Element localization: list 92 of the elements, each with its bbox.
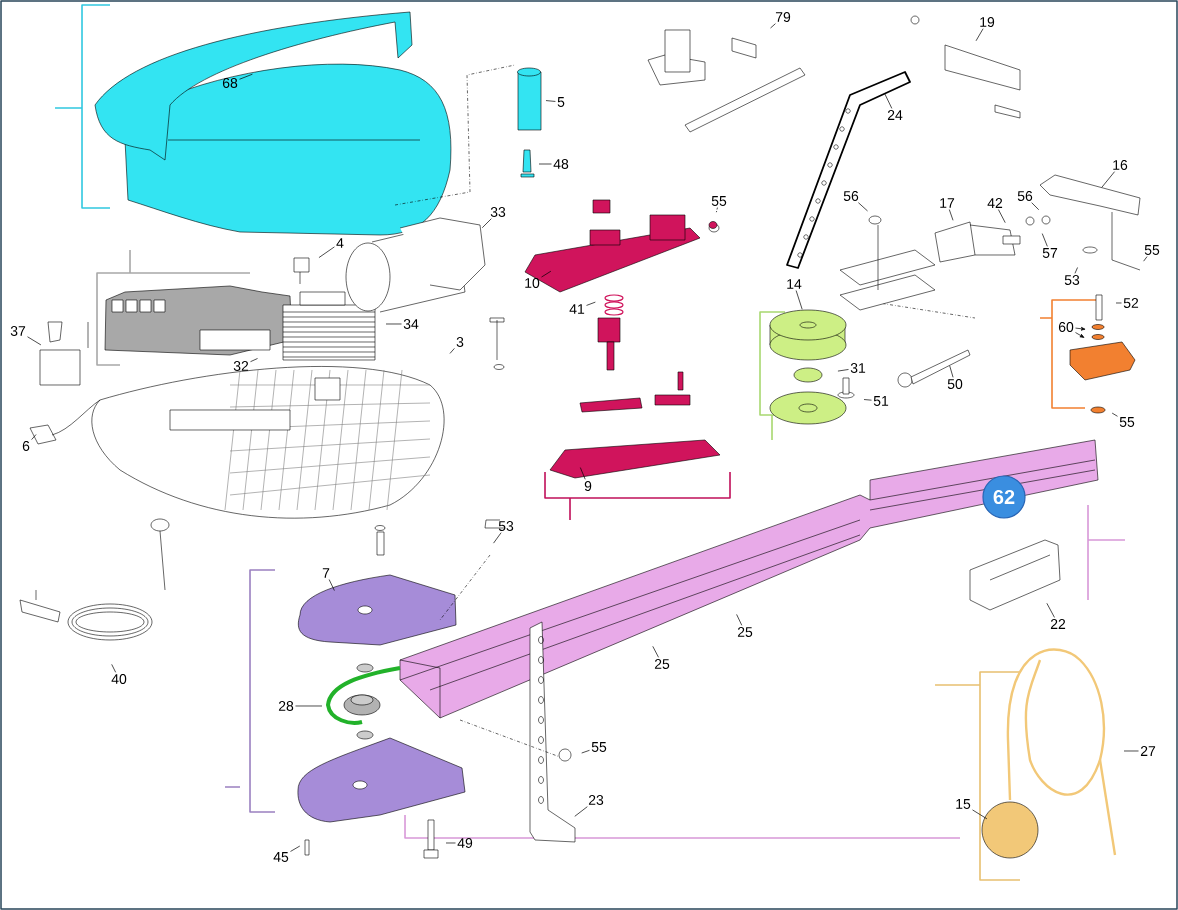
leader-line — [858, 202, 868, 212]
leader-line — [1074, 267, 1078, 274]
callout-number: 49 — [457, 838, 473, 848]
callout-number: 50 — [947, 379, 963, 389]
callout-number: 14 — [787, 279, 802, 289]
leader-line — [250, 358, 258, 363]
callout-number: 16 — [1113, 160, 1128, 170]
callout-number: 51 — [873, 396, 889, 406]
callout-number: 79 — [775, 12, 791, 22]
callout-number: 42 — [987, 198, 1003, 208]
callout-number: 9 — [584, 481, 592, 491]
leader-line — [579, 467, 586, 480]
callout-number: 5 — [557, 97, 565, 107]
callout-number: 23 — [588, 795, 604, 805]
callout-number: 37 — [10, 326, 26, 336]
callout-number: 27 — [1140, 746, 1156, 756]
callout-number: 53 — [1064, 275, 1080, 285]
leader-line — [581, 749, 590, 754]
callout-number: 28 — [278, 701, 294, 711]
callout-number: 33 — [490, 207, 506, 217]
leader-line — [31, 434, 37, 440]
leader-line — [736, 614, 743, 626]
leader-arrow — [1075, 326, 1086, 331]
callout-number: 6 — [22, 441, 30, 451]
callout-number: 32 — [233, 361, 249, 371]
leader-line — [27, 336, 42, 346]
callout-number: 48 — [553, 159, 569, 169]
callout-number: 55 — [1119, 417, 1135, 427]
callout-number: 31 — [850, 363, 866, 373]
leader-line — [795, 290, 803, 310]
leader-line — [1111, 412, 1118, 417]
leader-line — [1143, 256, 1148, 262]
callout-number: 45 — [273, 852, 289, 862]
callout-number: 15 — [956, 799, 971, 809]
callout-number: 24 — [887, 110, 903, 120]
callout-number: 41 — [569, 304, 585, 314]
leader-line — [948, 209, 954, 221]
callout-number: 55 — [591, 742, 607, 752]
leader-line — [586, 301, 596, 306]
leader-line — [998, 209, 1006, 224]
leader-line — [481, 218, 492, 229]
callout-number: 60 — [1058, 322, 1074, 332]
callout-number: 55 — [711, 196, 727, 206]
callout-number: 25 — [654, 659, 670, 669]
callout-number: 19 — [980, 17, 995, 27]
leader-line — [770, 23, 776, 29]
callout-number: 53 — [498, 521, 514, 531]
leader-arrow — [1075, 332, 1085, 338]
leader-line — [837, 369, 849, 372]
callout-number: 17 — [940, 198, 955, 208]
callout-number: 4 — [336, 238, 344, 248]
callout-number: 7 — [322, 568, 330, 578]
leader-line — [972, 809, 988, 820]
leader-line — [1115, 302, 1122, 304]
leader-line — [318, 246, 335, 258]
leader-line — [1123, 750, 1139, 752]
leader-line — [385, 323, 402, 325]
leader-line — [239, 73, 253, 80]
callout-number: 10 — [525, 278, 540, 288]
leader-line — [541, 270, 552, 278]
leader-line — [863, 399, 872, 401]
leader-line — [574, 806, 588, 817]
leader-line — [1041, 233, 1048, 247]
leader-line — [328, 579, 335, 591]
leader-line — [884, 93, 893, 109]
leader-line — [445, 842, 456, 844]
leader-line — [111, 664, 117, 673]
callout-number: 34 — [403, 319, 419, 329]
leader-line — [716, 207, 718, 213]
number-badge: 62 — [982, 475, 1026, 519]
leader-line — [295, 705, 323, 707]
callout-number: 3 — [456, 337, 464, 347]
leader-line — [545, 100, 556, 102]
callout-number: 56 — [843, 191, 859, 201]
callout-number: 56 — [1017, 191, 1033, 201]
leader-line — [1031, 202, 1040, 211]
leader-line — [449, 348, 455, 354]
leader-line — [493, 532, 502, 544]
leader-line — [290, 845, 301, 852]
callout-number: 40 — [111, 674, 127, 684]
leader-line — [975, 28, 984, 42]
callout-number: 52 — [1123, 298, 1139, 308]
callout-number: 25 — [737, 627, 753, 637]
leader-line — [652, 645, 659, 658]
callout-number: 57 — [1042, 248, 1058, 258]
leader-line — [1101, 171, 1115, 188]
callout-number: 68 — [222, 78, 238, 88]
callout-number: 22 — [1050, 619, 1066, 629]
leader-line — [538, 163, 552, 165]
callout-number: 55 — [1144, 245, 1160, 255]
leader-line — [1046, 602, 1055, 618]
leader-line — [949, 365, 954, 378]
